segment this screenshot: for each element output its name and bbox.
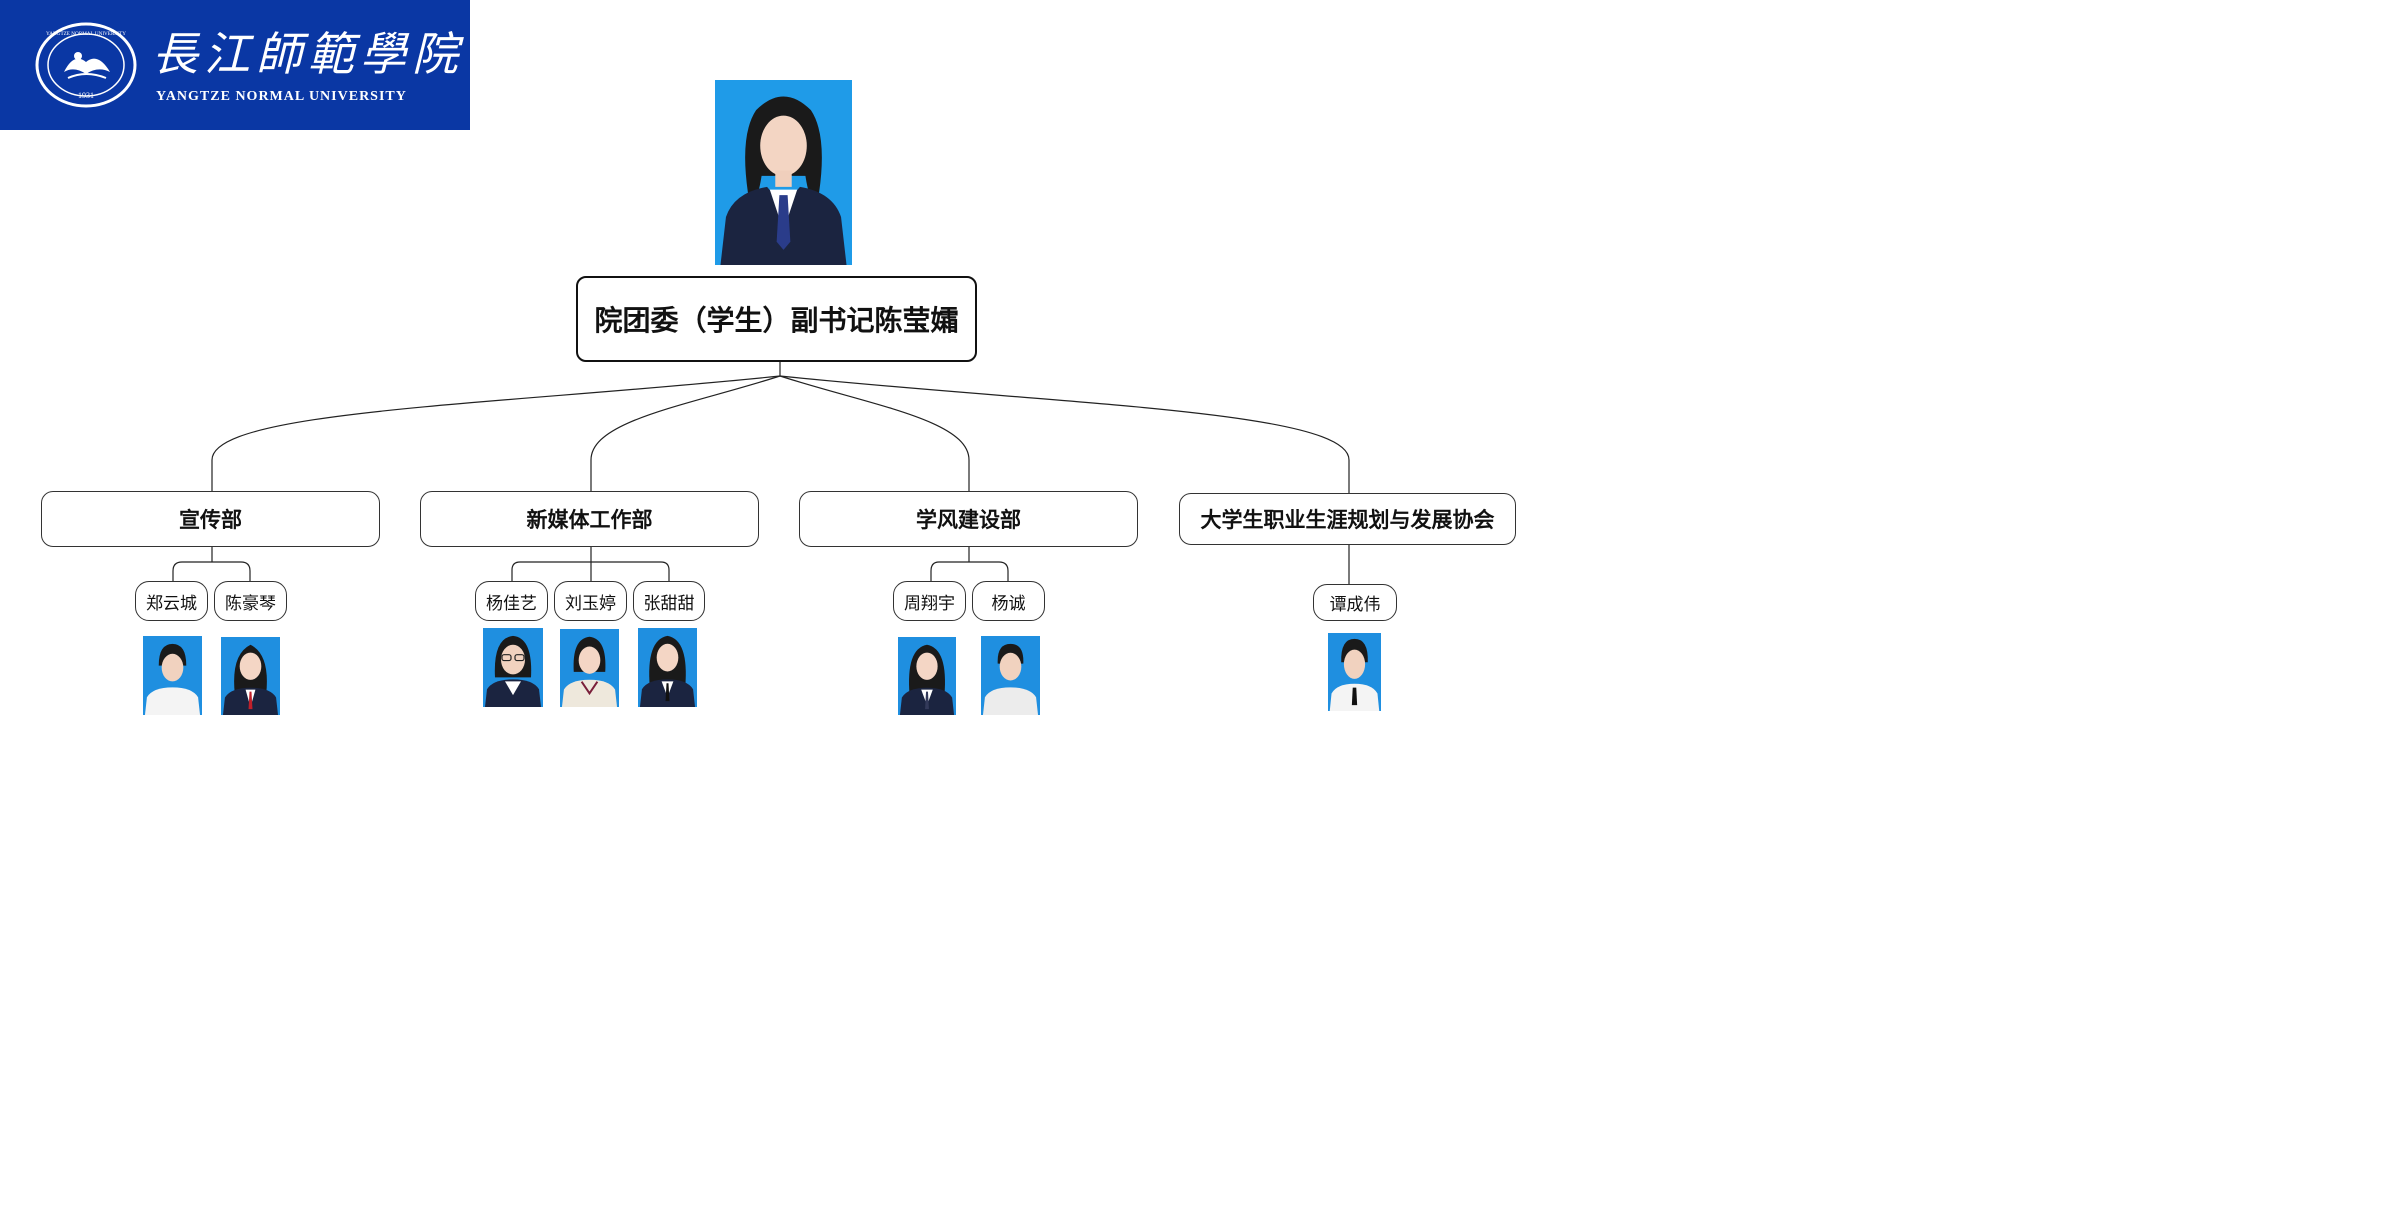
university-name-en: YANGTZE NORMAL UNIVERSITY <box>156 89 407 104</box>
root-portrait-photo <box>715 80 852 265</box>
member-box: 郑云城 <box>135 581 208 621</box>
root-title-box: 院团委（学生）副书记陈莹孀 <box>576 276 977 362</box>
member-box: 张甜甜 <box>633 581 705 621</box>
dept-name: 新媒体工作部 <box>526 508 653 532</box>
member-box: 杨诚 <box>972 581 1045 621</box>
org-chart-connectors <box>172 362 1350 584</box>
dept-name: 大学生职业生涯规划与发展协会 <box>1200 508 1495 532</box>
member-portrait-photo <box>221 637 280 715</box>
dept-name: 宣传部 <box>179 508 242 532</box>
dept-box-career-association: 大学生职业生涯规划与发展协会 <box>1179 493 1516 545</box>
member-box: 杨佳艺 <box>475 581 548 621</box>
member-name: 刘玉婷 <box>565 593 616 614</box>
dept-box-new-media: 新媒体工作部 <box>420 491 759 547</box>
member-name: 陈豪琴 <box>225 593 276 614</box>
university-name-cn: 長江師範學院 <box>152 27 464 81</box>
member-portrait-photo <box>483 628 543 707</box>
member-name: 郑云城 <box>146 593 197 614</box>
root-title: 院团委（学生）副书记陈莹孀 <box>594 304 959 337</box>
member-portrait-photo <box>560 629 619 707</box>
dept-name: 学风建设部 <box>916 508 1021 532</box>
member-name: 张甜甜 <box>643 593 695 614</box>
svg-text:YANGTZE NORMAL UNIVERSITY: YANGTZE NORMAL UNIVERSITY <box>46 31 126 37</box>
member-box: 陈豪琴 <box>214 581 287 621</box>
member-portrait-photo <box>898 637 956 715</box>
member-portrait-photo <box>981 636 1040 715</box>
member-name: 杨诚 <box>991 593 1026 614</box>
member-name: 杨佳艺 <box>486 593 537 614</box>
university-logo-banner: 1931 YANGTZE NORMAL UNIVERSITY 長江師範學院 YA… <box>0 0 470 130</box>
dept-box-publicity: 宣传部 <box>41 491 380 547</box>
member-box: 周翔宇 <box>893 581 966 621</box>
dept-box-study-style: 学风建设部 <box>799 491 1138 547</box>
member-name: 周翔宇 <box>904 593 955 614</box>
member-portrait-photo <box>143 636 202 715</box>
member-box: 刘玉婷 <box>554 581 627 621</box>
member-portrait-photo <box>1328 633 1381 711</box>
member-name: 谭成伟 <box>1329 595 1381 615</box>
member-box: 谭成伟 <box>1313 584 1397 621</box>
member-portrait-photo <box>638 628 697 707</box>
university-seal-icon: 1931 YANGTZE NORMAL UNIVERSITY <box>35 22 137 108</box>
svg-text:1931: 1931 <box>78 91 94 100</box>
